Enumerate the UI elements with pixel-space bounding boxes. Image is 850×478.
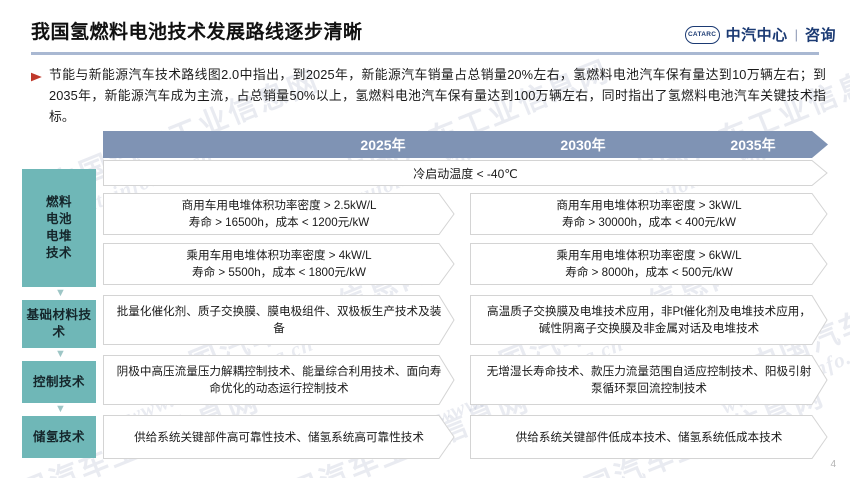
category-fuel-cell-stack[interactable]: 燃料 电池 电堆 技术 (22, 169, 96, 287)
chevron-shape (470, 355, 828, 405)
cell-row1-2035[interactable]: 商用车用电堆体积功率密度 > 3kW/L 寿命 > 30000h，成本 < 40… (470, 193, 828, 235)
category-label: 基础材料技术 (26, 308, 92, 339)
cell-row5-2035[interactable]: 供给系统关键部件低成本技术、储氢系统低成本技术 (470, 415, 828, 459)
chevron-shape (470, 415, 828, 459)
year-header-bar: 2025年 2030年 2035年 (103, 131, 828, 158)
category-connector-arrow-icon: ▼ (55, 287, 66, 299)
category-base-material[interactable]: 基础材料技术 (22, 300, 96, 348)
cell-text: 乘用车用电堆体积功率密度 > 6kW/L 寿命 > 8000h，成本 < 500… (556, 249, 742, 279)
page-title: 我国氢燃料电池技术发展路线逐步清晰 (31, 22, 363, 43)
year-label-2035: 2035年 (730, 136, 776, 153)
brand-subtitle: 咨询 (804, 27, 836, 44)
category-label: 控制技术 (32, 374, 85, 389)
year-label-2030: 2030年 (560, 136, 606, 153)
bullet-text: 节能与新能源汽车技术路线图2.0中指出，到2025年，新能源汽车销量占总销量20… (49, 67, 826, 124)
category-label: 储氢技术 (32, 429, 85, 444)
cell-text: 批量化催化剂、质子交换膜、膜电极组件、双极板生产技术及装备 (116, 305, 442, 335)
chevron-shape (103, 415, 455, 459)
cell-row3-2025[interactable]: 批量化催化剂、质子交换膜、膜电极组件、双极板生产技术及装备 (103, 295, 455, 345)
chevron-shape (470, 193, 828, 235)
category-hydrogen-storage[interactable]: 储氢技术 (22, 416, 96, 458)
chevron-shape (470, 295, 828, 345)
category-connector-arrow-icon: ▼ (55, 403, 66, 415)
cell-text: 商用车用电堆体积功率密度 > 2.5kW/L 寿命 > 16500h，成本 < … (181, 199, 377, 229)
cell-text: 阴极中高压流量压力解耦控制技术、能量综合利用技术、面向寿命优化的动态运行控制技术 (116, 365, 442, 395)
cell-row4-2035[interactable]: 无增湿长寿命技术、款压力流量范围自适应控制技术、阳极引射泵循环泵回流控制技术 (470, 355, 828, 405)
chevron-shape (103, 295, 455, 345)
cell-text: 乘用车用电堆体积功率密度 > 4kW/L 寿命 > 5500h，成本 < 180… (186, 249, 372, 279)
cell-text: 供给系统关键部件低成本技术、储氢系统低成本技术 (515, 430, 783, 444)
brand-name: 中汽中心 (725, 27, 788, 44)
cell-text: 高温质子交换膜及电堆技术应用，非Pt催化剂及电堆技术应用，碱性阴离子交换膜及非金… (487, 305, 811, 335)
coldstart-row-shape (103, 160, 828, 186)
chevron-shape (103, 355, 455, 405)
cell-text: 无增湿长寿命技术、款压力流量范围自适应控制技术、阳极引射泵循环泵回流控制技术 (486, 365, 812, 395)
cell-text: 商用车用电堆体积功率密度 > 3kW/L 寿命 > 30000h，成本 < 40… (556, 199, 742, 229)
page-number: 4 (830, 459, 836, 470)
catarc-logo-icon: CATARC (684, 25, 720, 44)
red-triangle-bullet-icon (30, 69, 42, 127)
chevron-shape (470, 243, 828, 285)
brand-separator: | (794, 27, 798, 42)
category-label: 燃料 电池 电堆 技术 (45, 195, 72, 260)
year-label-2025: 2025年 (360, 136, 406, 153)
title-divider (31, 52, 819, 55)
chevron-shape (103, 193, 455, 235)
cell-row2-2035[interactable]: 乘用车用电堆体积功率密度 > 6kW/L 寿命 > 8000h，成本 < 500… (470, 243, 828, 285)
chevron-shape (103, 243, 455, 285)
cell-row2-2025[interactable]: 乘用车用电堆体积功率密度 > 4kW/L 寿命 > 5500h，成本 < 180… (103, 243, 455, 285)
roadmap-table: 2025年 2030年 2035年 冷启动温度 < -40℃ 燃料 电池 电堆 … (0, 131, 850, 461)
category-connector-arrow-icon: ▼ (55, 348, 66, 360)
cell-row4-2025[interactable]: 阴极中高压流量压力解耦控制技术、能量综合利用技术、面向寿命优化的动态运行控制技术 (103, 355, 455, 405)
bullet-paragraph: 节能与新能源汽车技术路线图2.0中指出，到2025年，新能源汽车销量占总销量20… (30, 64, 826, 127)
category-control-tech[interactable]: 控制技术 (22, 361, 96, 403)
cell-text: 供给系统关键部件高可靠性技术、储氢系统高可靠性技术 (134, 430, 424, 444)
cell-row3-2035[interactable]: 高温质子交换膜及电堆技术应用，非Pt催化剂及电堆技术应用，碱性阴离子交换膜及非金… (470, 295, 828, 345)
cell-row1-2025[interactable]: 商用车用电堆体积功率密度 > 2.5kW/L 寿命 > 16500h，成本 < … (103, 193, 455, 235)
cell-row5-2025[interactable]: 供给系统关键部件高可靠性技术、储氢系统高可靠性技术 (103, 415, 455, 459)
slide-header: 我国氢燃料电池技术发展路线逐步清晰 CATARC 中汽中心 | 咨询 (0, 0, 850, 56)
brand-lockup: CATARC 中汽中心 | 咨询 (684, 24, 836, 45)
